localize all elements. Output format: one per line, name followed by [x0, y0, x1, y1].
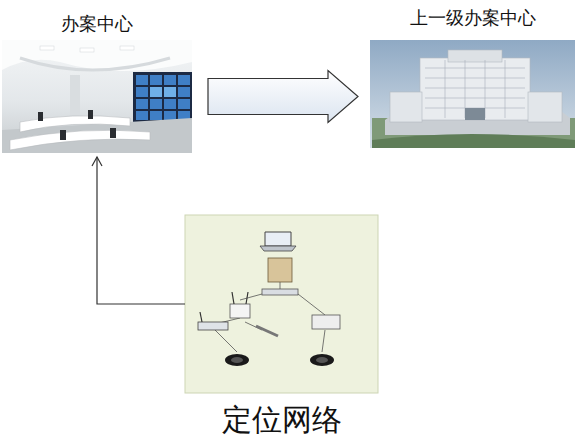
network-box: 定位网络 — [185, 215, 378, 393]
control-room-photo-part — [40, 46, 54, 50]
network-picture-part — [232, 292, 234, 304]
control-room-photo-part-part — [136, 75, 148, 85]
building-photo-part-part — [425, 68, 525, 69]
control-room-photo — [2, 40, 192, 153]
network-picture-part-part — [298, 294, 325, 315]
node-caption: 上一级办案中心 — [270, 8, 575, 28]
control-room-photo-part-part — [150, 87, 162, 97]
network-picture-part-part — [240, 294, 262, 300]
building-photo — [370, 40, 575, 148]
network-picture-part — [260, 246, 296, 251]
control-room-photo-part-part — [150, 99, 162, 109]
control-room-photo-part-part — [178, 87, 190, 97]
control-room-photo-part-part — [164, 111, 176, 120]
control-room-photo-part — [20, 58, 170, 70]
control-room-photo-part — [133, 72, 192, 122]
network-picture-part — [246, 292, 248, 304]
network-picture-part — [316, 357, 328, 363]
control-room-photo-part-part — [164, 99, 176, 109]
control-room-photo-part-part — [136, 111, 148, 120]
building-photo-part-part — [425, 98, 525, 99]
control-room-photo-part — [10, 130, 150, 150]
control-room-photo-part-part — [150, 111, 162, 120]
network-picture — [185, 215, 378, 393]
connector-line — [97, 157, 185, 304]
network-picture-part-part — [215, 330, 237, 352]
network-picture-part — [230, 304, 250, 318]
building-photo-part-part — [505, 60, 506, 118]
control-room-photo-part-part — [136, 99, 148, 109]
control-room-photo-part — [120, 46, 134, 50]
network-picture-part — [225, 354, 249, 366]
photo-box: 上一级办案中心 — [370, 40, 575, 148]
control-room-photo-part — [60, 130, 66, 140]
photo-box: 办案中心 — [2, 40, 192, 153]
network-picture-part — [256, 326, 278, 336]
network-picture-part-part — [322, 330, 325, 352]
building-photo-part — [420, 58, 530, 120]
node-caption: 办案中心 — [0, 14, 292, 34]
network-picture-part — [215, 282, 325, 352]
building-photo-part — [370, 40, 575, 148]
network-picture-part — [312, 315, 340, 329]
network-picture-part — [310, 354, 334, 366]
control-room-photo-part — [2, 40, 192, 71]
building-photo-part-part — [425, 78, 525, 79]
control-room-photo-part — [70, 75, 80, 120]
network-picture-part — [262, 289, 298, 295]
control-room-photo-part-part — [178, 75, 190, 85]
arrow-head — [92, 157, 102, 166]
control-room-photo-part — [136, 75, 190, 120]
control-room-photo-part-part — [178, 99, 190, 109]
network-picture-part — [185, 215, 378, 393]
building-photo-part — [390, 92, 422, 122]
control-room-photo-part-part — [164, 75, 176, 85]
building-photo-part — [448, 50, 502, 62]
control-room-photo-part — [2, 40, 192, 153]
building-photo-part — [528, 92, 562, 122]
control-room-photo-part-part — [164, 87, 176, 97]
control-room-photo-part — [110, 128, 116, 138]
network-picture-part — [200, 312, 202, 322]
network-picture-part — [265, 232, 291, 246]
control-room-photo-part — [88, 110, 93, 119]
network-picture-part — [231, 357, 243, 363]
control-room-photo-part — [38, 112, 43, 121]
control-room-photo-part-part — [150, 75, 162, 85]
building-photo-part-part — [445, 60, 446, 118]
network-picture-part — [198, 322, 228, 330]
network-picture-part — [268, 258, 292, 282]
block-arrow — [208, 71, 358, 123]
building-photo-part-part — [425, 88, 525, 89]
building-photo-part — [372, 134, 575, 148]
control-room-photo-part — [80, 48, 94, 52]
control-room-photo-part-part — [136, 87, 148, 97]
node-caption: 定位网络 — [85, 403, 478, 436]
building-photo-part — [465, 108, 485, 120]
